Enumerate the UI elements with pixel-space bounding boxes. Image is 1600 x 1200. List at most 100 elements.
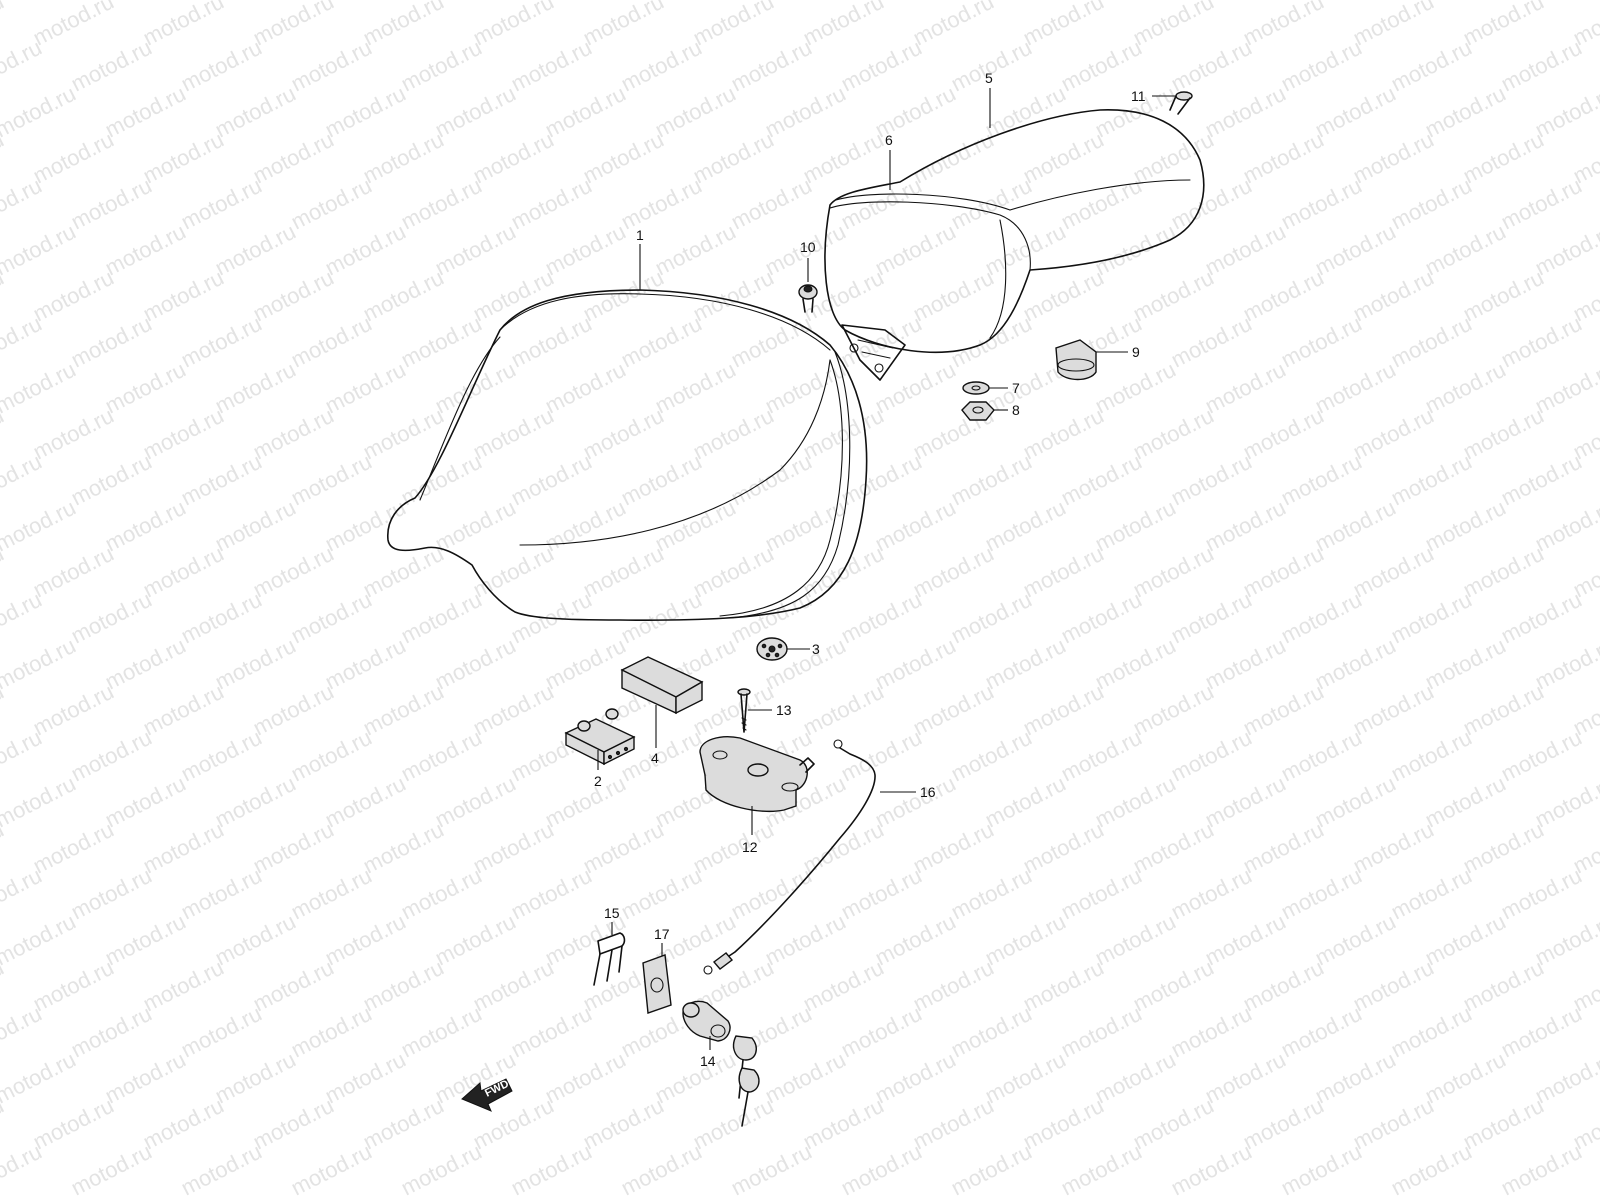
lock-plate-17[interactable] (642, 954, 672, 1014)
callout-17[interactable]: 17 (654, 926, 670, 942)
watermark-text: motod.ru (947, 725, 1036, 787)
callout-14[interactable]: 14 (700, 1053, 716, 1069)
watermark-text: motod.ru (1349, 403, 1438, 465)
watermark-text: motod.ru (799, 679, 888, 741)
screw-11[interactable] (1169, 91, 1193, 115)
watermark-text: motod.ru (541, 495, 630, 557)
washer-7[interactable] (962, 381, 990, 395)
watermark-text: motod.ru (397, 1001, 486, 1063)
watermark-text: motod.ru (431, 495, 520, 557)
watermark-text: motod.ru (1277, 173, 1366, 235)
watermark-text: motod.ru (579, 0, 668, 50)
watermark-text: motod.ru (287, 1139, 376, 1200)
watermark-text: motod.ru (799, 817, 888, 879)
watermark-text: motod.ru (1167, 173, 1256, 235)
watermark-text: motod.ru (397, 35, 486, 97)
buffer-2[interactable] (564, 708, 636, 766)
watermark-text: motod.ru (1531, 633, 1600, 695)
watermark-text: motod.ru (359, 127, 448, 189)
watermark-text: motod.ru (1057, 449, 1146, 511)
callout-labels: 1 2 3 4 5 6 7 8 9 10 11 12 13 14 15 16 1… (594, 70, 1146, 1069)
watermark-text: motod.ru (0, 495, 80, 557)
watermark-text: motod.ru (1387, 311, 1476, 373)
callout-15[interactable]: 15 (604, 905, 620, 921)
watermark-text: motod.ru (1311, 633, 1400, 695)
watermark-text: motod.ru (837, 863, 926, 925)
watermark-text: motod.ru (1387, 35, 1476, 97)
watermark-text: motod.ru (1497, 311, 1586, 373)
watermark-text: motod.ru (651, 357, 740, 419)
watermark-text: motod.ru (249, 1093, 338, 1155)
watermark-text: motod.ru (1421, 909, 1510, 971)
watermark-text: motod.ru (321, 81, 410, 143)
seat-latch-12[interactable] (699, 736, 815, 813)
watermark-text: motod.ru (1167, 587, 1256, 649)
watermark-text: motod.ru (947, 449, 1036, 511)
watermark-text: motod.ru (1497, 863, 1586, 925)
watermark-text: motod.ru (981, 771, 1070, 833)
callout-7[interactable]: 7 (1012, 380, 1020, 396)
callout-12[interactable]: 12 (742, 839, 758, 855)
watermark-text: motod.ru (1277, 35, 1366, 97)
watermark-text: motod.ru (507, 1139, 596, 1200)
watermark-text: motod.ru (249, 127, 338, 189)
callout-8[interactable]: 8 (1012, 402, 1020, 418)
seat-lock-14[interactable] (682, 1000, 731, 1042)
callout-6[interactable]: 6 (885, 132, 893, 148)
watermark-text: motod.ru (1091, 357, 1180, 419)
screw-13[interactable] (737, 688, 751, 733)
callout-13[interactable]: 13 (776, 702, 792, 718)
callout-5[interactable]: 5 (985, 70, 993, 86)
watermark-text: motod.ru (0, 449, 46, 511)
watermark-text: motod.ru (689, 127, 778, 189)
watermark-text: motod.ru (1387, 173, 1476, 235)
callout-1[interactable]: 1 (636, 227, 644, 243)
callout-9[interactable]: 9 (1132, 344, 1140, 360)
watermark-text: motod.ru (1057, 1139, 1146, 1200)
watermark-text: motod.ru (579, 403, 668, 465)
watermark-text: motod.ru (1531, 495, 1600, 557)
watermark-text: motod.ru (101, 81, 190, 143)
watermark-text: motod.ru (321, 1047, 410, 1109)
watermark-text: motod.ru (101, 771, 190, 833)
front-seat[interactable] (387, 289, 868, 621)
cushion-9[interactable] (1055, 339, 1097, 381)
watermark-text: motod.ru (1311, 771, 1400, 833)
callout-16[interactable]: 16 (920, 784, 936, 800)
watermark-text: motod.ru (727, 173, 816, 235)
watermark-text: motod.ru (29, 541, 118, 603)
callout-10[interactable]: 10 (800, 239, 816, 255)
damper-3[interactable] (756, 637, 788, 661)
watermark-text: motod.ru (1277, 587, 1366, 649)
watermark-text: motod.ru (727, 863, 816, 925)
watermark-text: motod.ru (1421, 495, 1510, 557)
clip-15[interactable] (593, 932, 626, 986)
callout-4[interactable]: 4 (651, 750, 659, 766)
bolt-10[interactable] (798, 284, 818, 313)
callout-2[interactable]: 2 (594, 773, 602, 789)
watermark-text: motod.ru (1239, 127, 1328, 189)
watermark-text: motod.ru (799, 1093, 888, 1155)
watermark-text: motod.ru (1497, 35, 1586, 97)
watermark-text: motod.ru (617, 1139, 706, 1200)
callout-3[interactable]: 3 (812, 641, 820, 657)
watermark-text: motod.ru (1019, 265, 1108, 327)
watermark-text: motod.ru (507, 449, 596, 511)
watermark-text: motod.ru (1057, 587, 1146, 649)
watermark-text: motod.ru (139, 679, 228, 741)
watermark-text: motod.ru (799, 0, 888, 50)
watermark-text: motod.ru (507, 173, 596, 235)
watermark-text: motod.ru (1019, 403, 1108, 465)
watermark-text: motod.ru (1421, 219, 1510, 281)
watermark-text: motod.ru (1167, 863, 1256, 925)
watermark-text: motod.ru (177, 587, 266, 649)
callout-11[interactable]: 11 (1131, 88, 1146, 104)
rear-seat[interactable] (824, 109, 1205, 381)
cushion-block-4[interactable] (620, 656, 704, 715)
release-cable-16[interactable] (703, 739, 876, 975)
watermark-text: motod.ru (321, 909, 410, 971)
watermark-text: motod.ru (1459, 265, 1548, 327)
watermark-text: motod.ru (1387, 863, 1476, 925)
watermark-text: motod.ru (249, 955, 338, 1017)
watermark-text: motod.ru (1201, 771, 1290, 833)
